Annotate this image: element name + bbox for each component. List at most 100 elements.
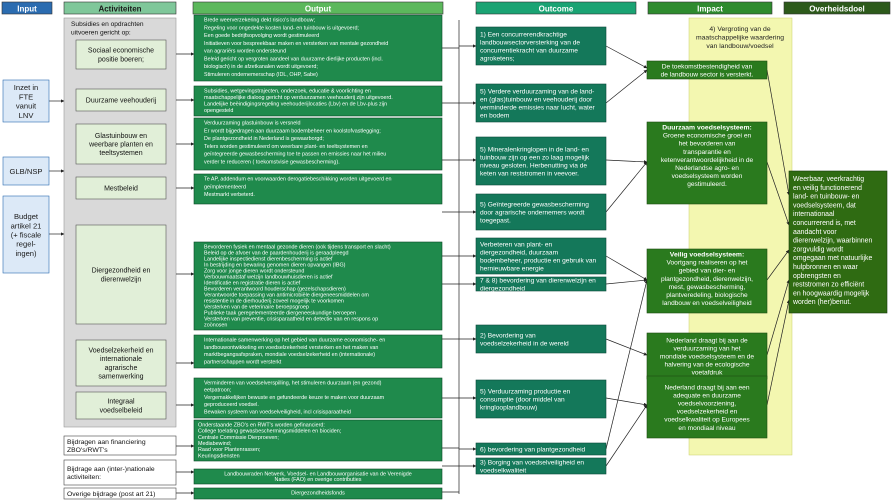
goal-text-line: opbrengsten en: [793, 273, 841, 280]
output-text-line: Te AP, addendum en voorwaarden derogatie…: [204, 177, 392, 183]
input-label-line: vanuit: [16, 102, 37, 111]
outcome-text-line: 3) Borging van voedselveiligheid en: [480, 460, 584, 467]
output-text: Internationale samenwerking op het gebie…: [204, 338, 385, 366]
connector-line: [766, 161, 790, 226]
output-text-line: landbouwontwikkeling en voedselzekerheid…: [204, 345, 378, 351]
connector-line: [605, 338, 648, 356]
output-text-line: De plantgezondheid in Nederland is gewaa…: [204, 136, 324, 142]
impact-text-line: Groene economische groei en: [663, 133, 752, 140]
output-text-line: Bevorderen fysiek en mentaal gezonde die…: [204, 245, 391, 251]
input-label-line: Budget: [14, 212, 39, 221]
outcome-text-line: en (glas)tuinbouw en veehouderij door: [480, 97, 593, 104]
impact-yellow-text-line: 4) Vergroting van de: [709, 26, 770, 33]
output-text-line: eetpatroon;: [204, 388, 232, 394]
input-box: [2, 156, 50, 186]
output-text: Diergezondheidsfonds: [291, 491, 345, 497]
impact-text-line: De toekomstbestendigheid van: [662, 63, 753, 70]
input-box: [2, 195, 50, 274]
connector-line: [605, 404, 648, 467]
impact-text-line: voetafdruk: [692, 370, 723, 377]
outcome-box: [475, 26, 607, 66]
impact-text-line: adequate en duurzame: [673, 392, 741, 399]
activity-box: [75, 224, 167, 325]
output-text-line: Landelijke beëindigingsregeling veehoude…: [204, 102, 387, 108]
input-label: GLB/NSP: [10, 167, 43, 176]
header-activities: [63, 1, 177, 15]
output-box: [193, 14, 443, 82]
output-box: [193, 334, 443, 369]
outcome-text: 5) Verdere verduurzaming van de land-en …: [480, 89, 596, 120]
impact-box: [646, 375, 768, 439]
output-text-line: College toelating gewasbeschermingsmidde…: [198, 429, 342, 435]
output-text-line: Bewaken systeem van voedselveiligheid, i…: [204, 409, 351, 415]
output-text: Brede weerverzekering dekt risico's land…: [204, 18, 388, 78]
outcome-text-line: 6) bevordering van plantgezondheid: [480, 447, 586, 454]
input-label-line: ingen): [15, 249, 37, 258]
input-label-line: GLB/NSP: [10, 167, 43, 176]
activity-extra-label-line: Bijdragen aan financiering: [67, 439, 146, 446]
outcome-text-line: hernieuwbare energie: [480, 266, 544, 273]
activity-extra-label-line: ZBO's/RWT's: [67, 447, 108, 454]
outcome-box: [475, 276, 607, 292]
goal-text-line: voedselsysteem, dat: [793, 202, 856, 209]
outcome-text-line: toegepast.: [480, 218, 511, 225]
output-text-line: Versterken van de veterinaire beroepsgro…: [204, 305, 309, 311]
output-box: [193, 419, 443, 462]
activity-box: [75, 176, 167, 200]
impact-yellow-text-line: maatschappelijke waardering: [696, 34, 784, 41]
outcome-text-line: verminderde emissies naar lucht, water: [480, 105, 596, 112]
output-text-line: Er wordt bijgedragen aan duurzaam bodemb…: [204, 128, 381, 134]
impact-text-line: en mondiaal niveau: [678, 425, 736, 432]
goal-text-line: land- en tuinbouw- en: [793, 194, 859, 201]
goal-text-line: worden (her)benut.: [792, 299, 851, 306]
activities-intro-line: Subsidies en opdrachten: [71, 21, 144, 28]
output-text-line: Onderstaande ZBO's en RWT's worden gefin…: [198, 423, 325, 429]
activity-label-line: internationale: [100, 356, 142, 363]
header-goal-label: Overheidsdoel: [809, 5, 865, 14]
connector-line: [766, 249, 790, 281]
outcome-text-line: 7 & 8) bevordering van dierenwelzijn en: [480, 278, 596, 285]
goal-text-line: en hoogwaardig mogelijk: [793, 290, 870, 297]
activity-label-line: samenwerking: [98, 373, 143, 380]
activity-extra-label-line: Overige bijdrage (post art 21): [67, 491, 155, 498]
activity-label-line: weerbare planten en: [88, 142, 153, 149]
input-label-line: LNV: [19, 111, 35, 120]
outcome-box: [475, 83, 607, 123]
output-box: [193, 85, 443, 117]
output-column: Brede weerverzekering dekt risico's land…: [193, 14, 443, 500]
outcome-box: [475, 193, 607, 231]
outcome-box: [475, 457, 607, 475]
connector-line: [605, 279, 648, 450]
connector-line: [766, 69, 791, 196]
outcome-text-line: landbouwsectorversterking van de: [480, 40, 580, 47]
output-text-line: Zorg voor jonge dieren wordt ondersteund: [204, 269, 304, 275]
impact-text-line: transparantie en: [683, 149, 731, 156]
outcome-text-line: kringlooplandbouw): [480, 405, 537, 412]
outcome-text-line: consumptie (door middel van: [480, 397, 565, 404]
output-text-line: geïntegreerde gewasbescherming toe te pa…: [204, 152, 386, 158]
output-text: Verminderen van voedselverspilling, het …: [204, 381, 385, 416]
impact-box: [646, 121, 768, 205]
output-text-line: Mestmarkt verbeterd.: [204, 192, 255, 198]
outcome-text-line: 2) Bevordering van: [480, 333, 536, 340]
impact-text-line: voedselsysteem worden: [672, 173, 743, 180]
connector-line: [605, 278, 648, 285]
outcome-text-line: niveau gesloten. Herbenutting via de: [480, 163, 587, 170]
impact-title: Duurzaam voedselsysteem:: [662, 125, 752, 132]
outcome-text-line: tuinbouw zijn op een zo laag mogelijk: [480, 155, 590, 162]
output-text-line: Regeling voor ongedekte kosten land- en …: [204, 25, 359, 31]
output-text-line: opengesteld: [204, 108, 233, 114]
impact-yellow-text-line: van landbouw/voedsel: [706, 43, 774, 50]
impact-text-line: ketenverantwoordelijkheid in de: [661, 157, 754, 164]
impact-title: Veilig voedselsysteem:: [670, 252, 744, 259]
output-text-line: Beleid gericht op vergroten aandeel van …: [204, 56, 383, 62]
activity-label-line: agrarische: [105, 365, 138, 372]
